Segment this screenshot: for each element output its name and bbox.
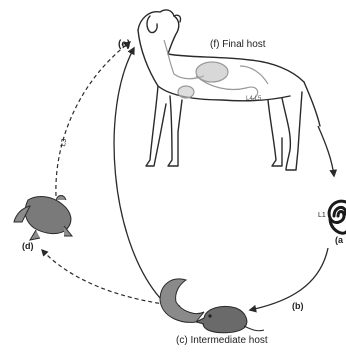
label-d: (d) xyxy=(22,242,34,251)
rodent-icon xyxy=(196,306,264,332)
label-a: (a xyxy=(335,236,343,245)
path-d-to-e xyxy=(56,42,130,196)
coiled-larva-icon xyxy=(329,201,346,233)
path-f-to-a xyxy=(318,126,334,176)
label-l4l5: L4-L5 xyxy=(246,96,261,102)
path-a-to-c xyxy=(250,248,328,310)
label-f-final-host: (f) Final host xyxy=(210,40,266,50)
label-e: (e) xyxy=(118,40,130,50)
label-l3: L3 xyxy=(60,138,68,147)
snail-icon xyxy=(160,279,204,322)
frog-icon xyxy=(14,196,72,241)
label-b: (b) xyxy=(292,302,304,311)
label-l1: L1 xyxy=(318,212,326,219)
label-c-intermediate-host: (c) Intermediate host xyxy=(176,336,268,346)
path-c-to-e xyxy=(114,48,160,298)
